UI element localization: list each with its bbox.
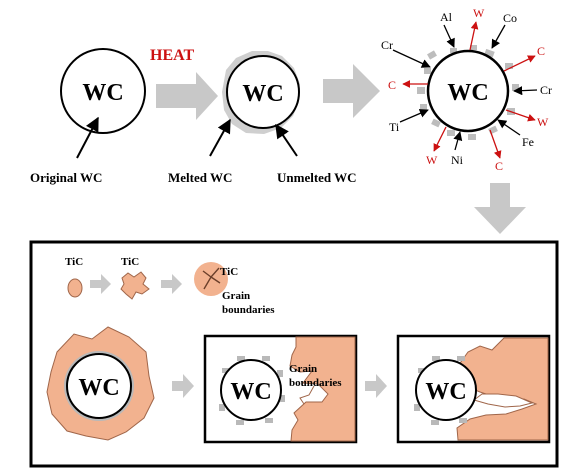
grain-boundary-lines bbox=[202, 267, 221, 290]
grain-label-1a: Grain bbox=[222, 290, 250, 302]
label-unmelted-wc: Unmelted WC bbox=[277, 170, 357, 185]
element-w-top: W bbox=[473, 6, 485, 20]
tic-region-box1 bbox=[289, 336, 356, 442]
element-arrows bbox=[392, 21, 538, 159]
melted-wc-particle: WC bbox=[222, 51, 300, 134]
grain-label-1b: boundaries bbox=[222, 304, 275, 316]
zoom-box-2: WC bbox=[396, 334, 551, 444]
label-melted-wc: Melted WC bbox=[168, 170, 232, 185]
tic-grain-irregular bbox=[120, 271, 150, 300]
alloying-wc-particle: WC bbox=[417, 45, 519, 140]
element-c-bottom: C bbox=[495, 159, 503, 173]
tic-region-box2 bbox=[456, 337, 549, 441]
element-cr-right: Cr bbox=[540, 83, 552, 97]
grain-label-2b: boundaries bbox=[289, 377, 342, 389]
element-ti: Ti bbox=[389, 120, 400, 134]
bottom-arrow-2 bbox=[365, 374, 387, 398]
heat-label: HEAT bbox=[150, 47, 194, 64]
wc-label-melted: WC bbox=[242, 81, 283, 107]
element-w-bottom: W bbox=[426, 153, 438, 167]
wc-particle-big bbox=[66, 353, 132, 419]
tic-arrow-1 bbox=[90, 274, 111, 294]
element-w-right: W bbox=[537, 115, 549, 129]
element-co: Co bbox=[503, 11, 517, 25]
grain-gap-box2 bbox=[472, 393, 534, 408]
tic-label-3: TiC bbox=[220, 266, 238, 278]
wc-label-box1: WC bbox=[230, 379, 271, 405]
tic-label-1: TiC bbox=[65, 256, 83, 268]
wc-label-box2: WC bbox=[425, 379, 466, 405]
down-arrow bbox=[474, 183, 526, 234]
wc-label-big: WC bbox=[78, 375, 119, 401]
tic-grain-large bbox=[194, 262, 228, 296]
label-original-wc: Original WC bbox=[30, 170, 102, 185]
pointer-arrow-original bbox=[76, 116, 99, 159]
process-arrow bbox=[323, 64, 380, 118]
element-fe: Fe bbox=[522, 135, 534, 149]
bottom-arrow-1 bbox=[172, 374, 194, 398]
element-c-left: C bbox=[388, 78, 396, 92]
tic-arrow-2 bbox=[161, 274, 182, 294]
pointer-arrow-melted bbox=[209, 118, 231, 157]
element-al: Al bbox=[440, 10, 453, 24]
element-c-right: C bbox=[537, 44, 545, 58]
zoom-box-1: WC Grain boundaries bbox=[203, 334, 358, 444]
wc-label-alloying: WC bbox=[447, 80, 488, 106]
heat-arrow bbox=[156, 72, 218, 120]
grain-label-2a: Grain bbox=[289, 363, 317, 375]
element-cr-left: Cr bbox=[381, 38, 393, 52]
tic-label-2: TiC bbox=[121, 256, 139, 268]
original-wc-particle: WC bbox=[60, 48, 146, 134]
element-ni: Ni bbox=[451, 153, 464, 167]
tic-grain-small bbox=[67, 278, 83, 298]
wc-label-original: WC bbox=[82, 80, 123, 106]
pointer-arrow-unmelted bbox=[275, 123, 298, 157]
